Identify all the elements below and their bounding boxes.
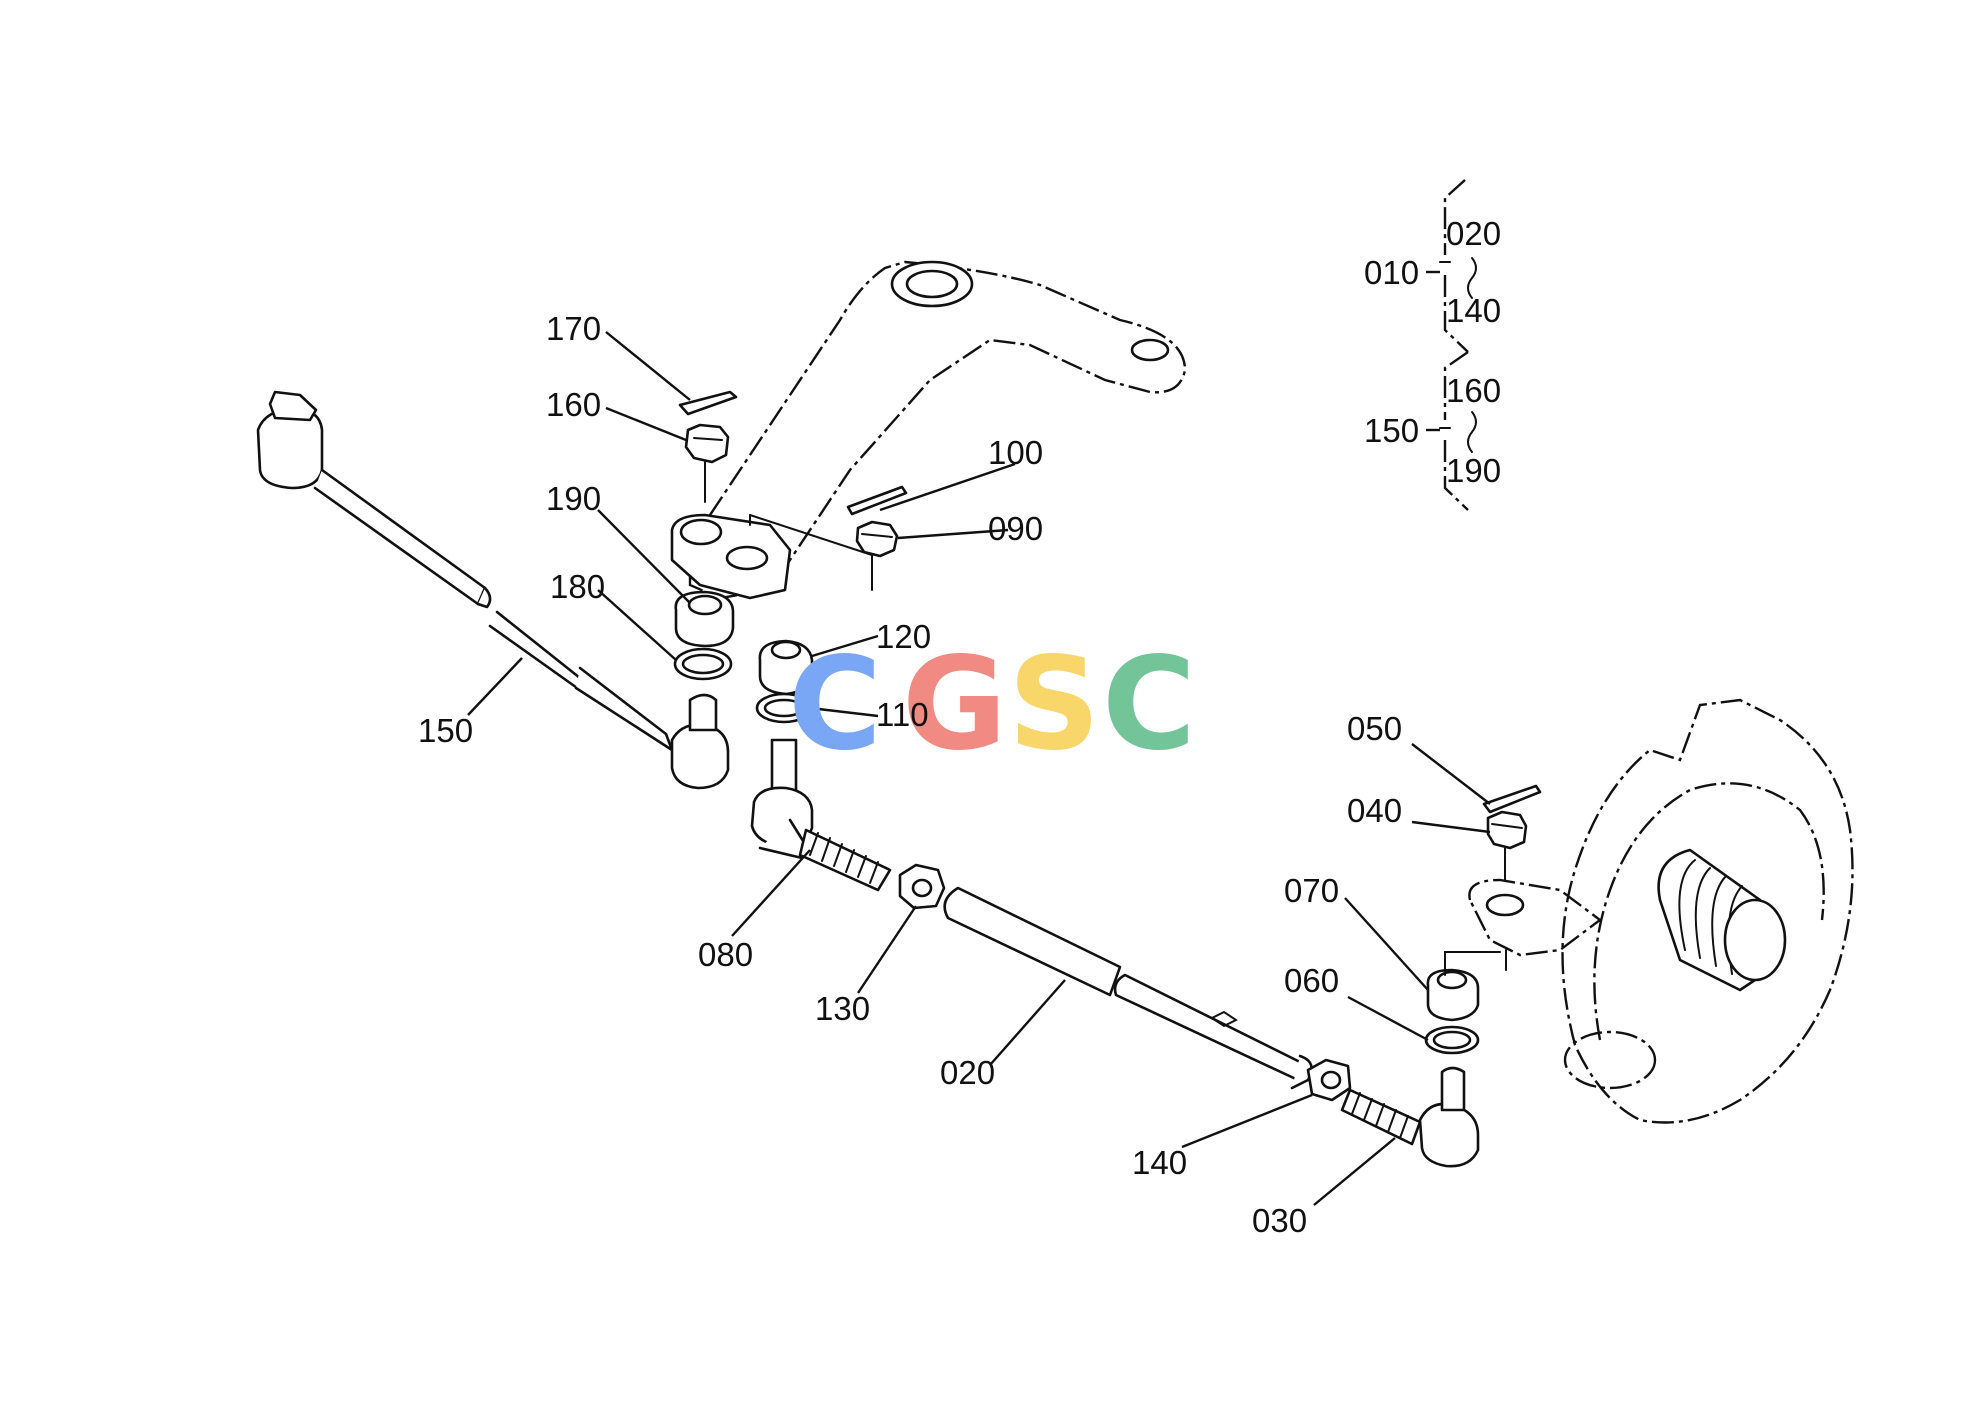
tie-rod-150 [256,390,730,790]
legend-150-from: 160 [1446,372,1501,409]
ring-060 [1424,1025,1480,1055]
label-050: 050 [1347,710,1402,747]
label-180: 180 [550,568,605,605]
tie-rod-end-080 [750,738,892,892]
legend-150-parent: 150 [1364,412,1419,449]
label-040: 040 [1347,792,1402,829]
label-170: 170 [546,310,601,347]
castle-nut-160 [684,423,730,503]
drawing [256,179,1854,1168]
watermark-letter-1: C [788,630,882,779]
tube-020 [943,886,1313,1090]
watermark-letter-4: C [1102,630,1196,779]
watermark: C G S C [788,630,1196,779]
lock-nut-130 [898,863,946,910]
legend-brackets [1439,179,1477,511]
lock-nut-140 [1306,1058,1352,1102]
part-labels: 170 160 190 180 150 100 090 120 110 080 … [418,310,1402,1239]
watermark-letter-3: S [1008,630,1100,779]
legend-010-parent: 010 [1364,254,1419,291]
cotter-pin-050 [1482,784,1542,814]
cotter-pin-100 [846,485,908,516]
dust-seal-190 [674,590,735,648]
ring-180 [673,647,733,681]
label-080: 080 [698,936,753,973]
label-190: 190 [546,480,601,517]
label-150: 150 [418,712,473,749]
tie-rod-end-030 [1340,1066,1480,1168]
leader-lines [467,270,1491,1206]
label-130: 130 [815,990,870,1027]
label-090: 090 [988,510,1043,547]
label-020: 020 [940,1054,995,1091]
castle-nut-040 [1486,810,1528,881]
label-140: 140 [1132,1144,1187,1181]
dust-seal-070 [1426,968,1480,1022]
label-120: 120 [876,618,931,655]
label-100: 100 [988,434,1043,471]
label-060: 060 [1284,962,1339,999]
watermark-letter-2: G [902,630,1007,779]
steering-arm [670,260,1187,600]
legend-150-to: 190 [1446,452,1501,489]
ring-110 [755,692,813,724]
legend-010-to: 140 [1446,292,1501,329]
dust-seal-120 [758,639,814,696]
assembly-legend: 010 020 140 150 160 190 [1364,215,1501,489]
label-160: 160 [546,386,601,423]
label-030: 030 [1252,1202,1307,1239]
legend-010-from: 020 [1446,215,1501,252]
label-070: 070 [1284,872,1339,909]
label-110: 110 [876,696,929,733]
castle-nut-090 [855,520,899,558]
cotter-pin-170 [678,390,738,416]
steering-knuckle [1444,698,1854,1124]
